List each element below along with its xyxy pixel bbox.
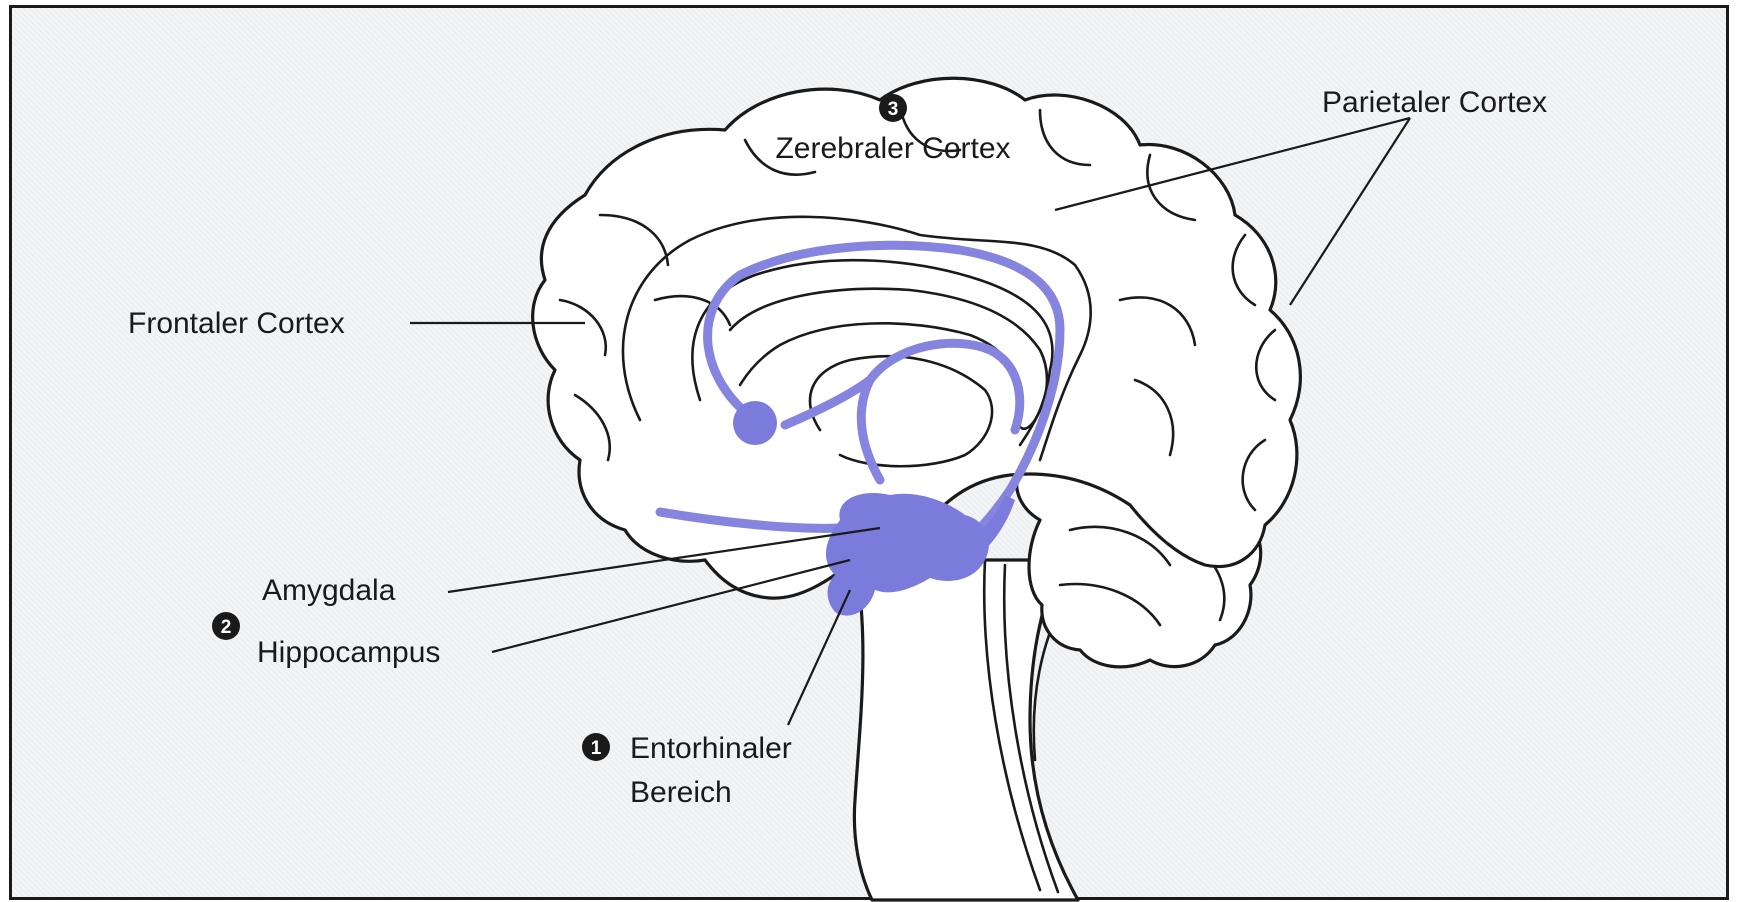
number-2: 2 [221, 617, 232, 638]
cerebral-cortex-label: Zerebraler Cortex [775, 132, 1010, 165]
label-group-marker: 2 [212, 612, 240, 640]
parietal-cortex-label: Parietaler Cortex [1322, 86, 1547, 119]
label-entorhinal: 1 Entorhinaler Bereich [582, 732, 792, 809]
leader-parietal-cortex [1290, 118, 1410, 305]
leader-hippocampus [492, 560, 850, 652]
amygdala-label: Amygdala [262, 574, 396, 607]
number-1: 1 [591, 738, 602, 759]
number-3: 3 [888, 99, 899, 120]
entorhinal-label-line2: Bereich [630, 776, 732, 809]
mammillary-body [733, 401, 777, 445]
leader-entorhinal [788, 590, 850, 725]
hippocampus-label: Hippocampus [257, 636, 440, 669]
entorhinal-label-line1: Entorhinaler [630, 732, 792, 765]
frontal-cortex-label: Frontaler Cortex [128, 307, 345, 340]
